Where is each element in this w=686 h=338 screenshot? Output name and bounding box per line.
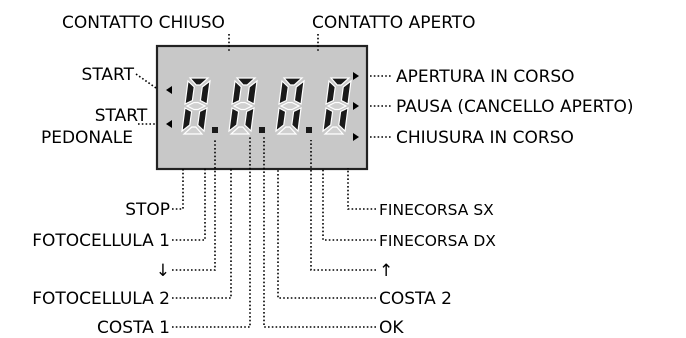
digit-2-segment-a [235, 77, 257, 86]
digit-1-segment-d [182, 126, 204, 135]
arrow-down-leader [172, 140, 216, 271]
digit-4-segment-g [326, 101, 348, 111]
digit-2-segment-g [232, 101, 254, 111]
digit-1-segment-a [188, 77, 210, 86]
decimal-point-2 [259, 127, 265, 133]
digit-1-segment-f [184, 79, 195, 106]
edge-2-leader [277, 168, 376, 299]
digit-4-segment-e [322, 107, 334, 133]
closing-marker-icon [353, 133, 359, 141]
photocell-1-leader [172, 168, 206, 241]
stop-leader [172, 168, 184, 210]
opening-label: APERTURA IN CORSO [396, 67, 575, 87]
edge-2-label: COSTA 2 [379, 289, 452, 309]
digit-1-segment-c [197, 106, 208, 133]
start-pedonale-marker-icon [166, 120, 172, 128]
digit-4-segment-b [340, 79, 352, 105]
digit-1-segment-b [199, 79, 211, 105]
pause-label: PAUSA (CANCELLO APERTO) [396, 97, 634, 117]
photocell-2-label: FOTOCELLULA 2 [32, 289, 170, 309]
arrow-up-leader [310, 140, 376, 271]
digit-3-segment-g [279, 101, 301, 111]
start-pedonale-label-line2: PEDONALE [41, 128, 133, 148]
digit-3-segment-d [276, 126, 298, 135]
arrow-down-label: ↓ [156, 261, 170, 281]
ok-label: OK [379, 318, 404, 338]
limit-right-label: FINECORSA DX [379, 232, 496, 250]
decimal-point-1 [212, 127, 218, 133]
digit-4-segment-d [323, 126, 345, 135]
limit-left-label: FINECORSA SX [379, 201, 494, 219]
limit-left-leader [347, 168, 376, 210]
start-label: START [82, 65, 135, 85]
open-contact-label: CONTATTO APERTO [312, 13, 476, 33]
start-pedonale-label-line1: START [95, 106, 148, 126]
opening-marker-icon [353, 72, 359, 80]
digit-1-segment-g [185, 101, 207, 111]
digit-2-segment-b [246, 79, 258, 105]
digit-3-segment-a [282, 77, 304, 86]
closed-contact-label: CONTATTO CHIUSO [62, 13, 225, 33]
photocell-1-label: FOTOCELLULA 1 [32, 231, 170, 251]
digit-2-segment-f [231, 79, 242, 106]
digit-2-segment-e [228, 107, 240, 133]
arrow-up-label: ↑ [379, 261, 393, 281]
digit-1-segment-e [181, 107, 193, 133]
digit-2-segment-d [229, 126, 251, 135]
start-marker-icon [166, 86, 172, 94]
closing-label: CHIUSURA IN CORSO [396, 128, 574, 148]
digit-3-segment-b [293, 79, 305, 105]
stop-label: STOP [125, 200, 170, 220]
digit-4-segment-c [338, 106, 349, 133]
photocell-2-leader [172, 168, 232, 299]
seven-segment-digits [181, 77, 352, 135]
start-leader [135, 73, 157, 89]
edge-1-label: COSTA 1 [97, 318, 170, 338]
edge-1-leader [172, 136, 251, 328]
digit-4-segment-f [325, 79, 336, 106]
digit-3-segment-f [278, 79, 289, 106]
limit-right-leader [322, 168, 376, 241]
pause-marker-icon [353, 102, 359, 110]
digit-4-segment-a [329, 77, 351, 86]
decimal-point-3 [306, 127, 312, 133]
digit-3-segment-e [275, 107, 287, 133]
digit-3-segment-c [291, 106, 302, 133]
digit-2-segment-c [244, 106, 255, 133]
